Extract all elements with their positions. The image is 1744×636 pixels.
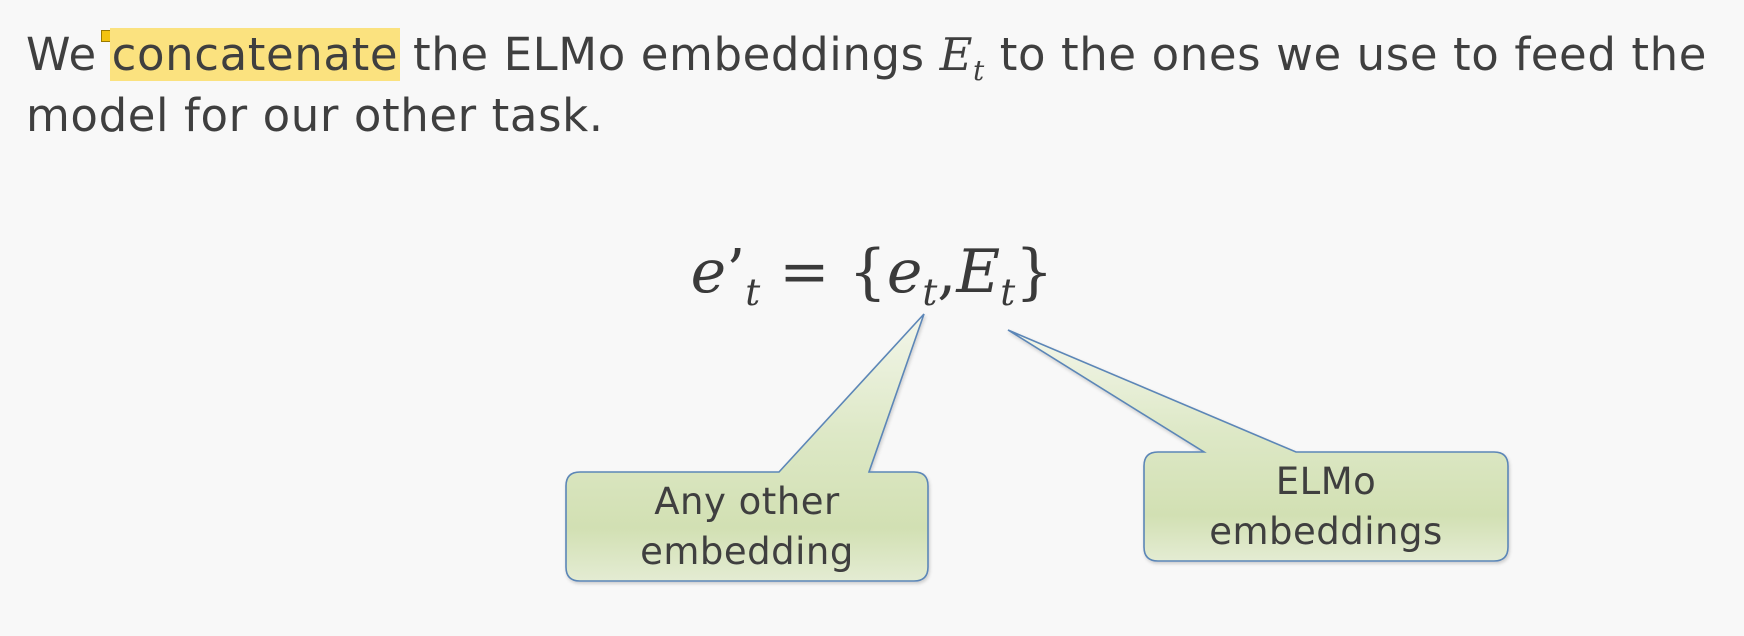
eq-close-brace: }: [1015, 237, 1054, 307]
eq-lhs-subscript: t: [745, 270, 761, 315]
eq-term1-subscript: t: [922, 270, 938, 315]
body-paragraph: We concatenate the ELMo embeddings Et to…: [26, 24, 1726, 146]
eq-equals: =: [760, 237, 849, 307]
eq-comma: ,: [937, 237, 957, 307]
paragraph-text-middle: the ELMo embeddings: [398, 28, 940, 81]
callout-left-line1: Any other: [654, 480, 840, 523]
highlighted-word[interactable]: concatenate: [109, 28, 401, 81]
eq-lhs-prime: ’: [726, 237, 746, 307]
callout-left-line2: embedding: [640, 530, 854, 573]
callout-right-line2: embeddings: [1209, 510, 1443, 553]
callout-right-shape[interactable]: [1007, 329, 1509, 562]
callout-right-line1: ELMo: [1275, 460, 1377, 503]
eq-lhs-symbol: e: [690, 237, 727, 307]
callout-right-text: ELMo embeddings: [1144, 457, 1508, 557]
callout-left-shape[interactable]: [565, 313, 929, 582]
eq-open-brace: {: [848, 237, 887, 307]
paragraph-text-end: to the ones we use to feed the model for…: [26, 28, 1708, 142]
inline-math-symbol: E: [939, 28, 974, 81]
inline-math-E-t: Et: [939, 28, 985, 84]
inline-math-subscript: t: [973, 53, 985, 87]
paragraph-text-start: We: [26, 28, 112, 81]
eq-term1-symbol: e: [886, 237, 923, 307]
eq-term2-symbol: E: [956, 237, 1001, 307]
eq-term2-subscript: t: [1000, 270, 1016, 315]
equation: e’t = {et,Et}: [0, 232, 1744, 312]
callout-left-text: Any other embedding: [566, 477, 928, 577]
